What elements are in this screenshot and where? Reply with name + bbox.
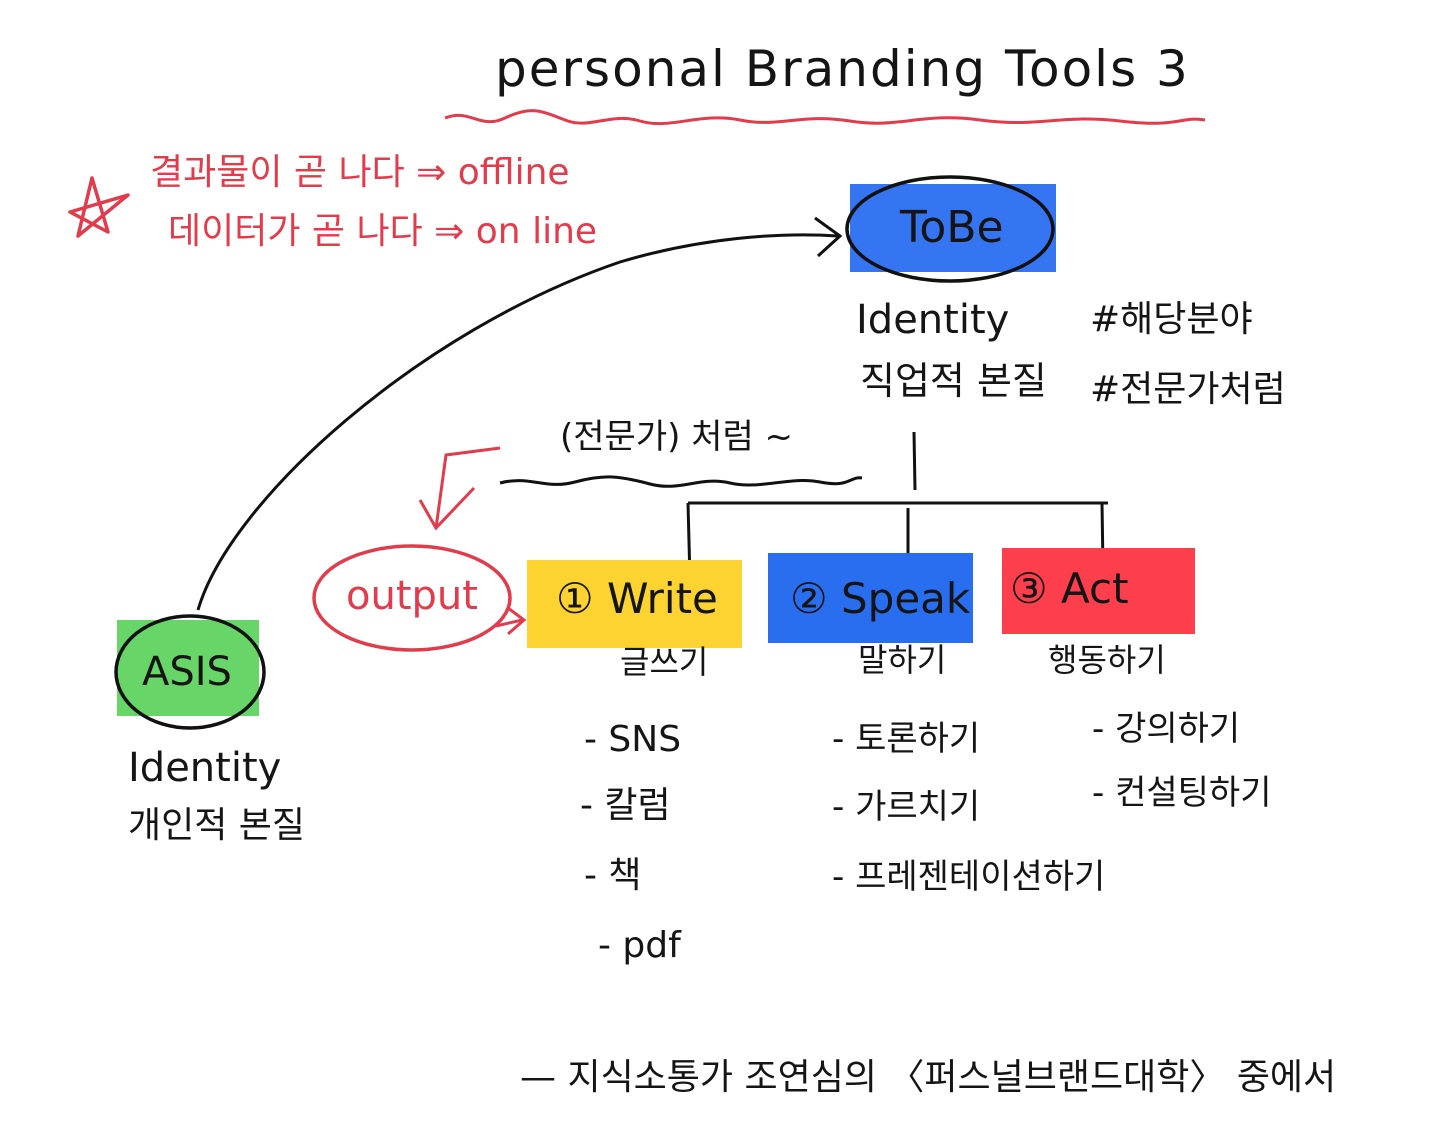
tobe-label: ToBe — [900, 202, 1004, 253]
act-label: ③ Act — [1010, 564, 1129, 613]
write-label: ① Write — [556, 574, 718, 623]
asis-circle — [114, 614, 266, 730]
star-icon — [68, 176, 130, 238]
write-item-pdf: - pdf — [598, 925, 681, 966]
write-item-book: - 책 — [584, 855, 642, 896]
asis-to-tobe-arrowhead — [814, 216, 843, 258]
red-note-online: 데이터가 곧 나다 ⇒ on line — [168, 211, 598, 252]
red-note-offline: 결과물이 곧 나다 ⇒ offline — [150, 152, 570, 193]
write-item-sns: - SNS — [584, 719, 682, 760]
write-highlight — [527, 560, 742, 648]
asis-label: ASIS — [142, 649, 232, 695]
asis-identity: Identity — [128, 745, 282, 791]
speak-highlight — [768, 553, 973, 643]
output-down-arrow — [434, 446, 501, 529]
tobe-tag-field: #해당분야 — [1090, 299, 1253, 340]
footer-credit: — 지식소통가 조연심의 〈퍼스널브랜드대학〉 중에서 — [520, 1057, 1337, 1098]
speak-item-present: - 프레젠테이션하기 — [832, 857, 1106, 897]
speak-sub: 말하기 — [858, 641, 947, 679]
output-oval — [312, 544, 512, 652]
asis-to-tobe-arrow — [196, 233, 839, 611]
output-to-write-arrowhead — [507, 606, 527, 636]
output-label: output — [346, 573, 478, 619]
asis-highlight — [117, 620, 259, 716]
expert-note: (전문가) 처럼 ~ — [560, 417, 794, 457]
page-title: personal Branding Tools 3 — [495, 40, 1190, 98]
tobe-highlight — [850, 184, 1056, 272]
title-underline — [444, 109, 1206, 126]
expert-underline — [499, 475, 863, 488]
tobe-stem — [912, 431, 917, 491]
output-to-write-arrow — [495, 618, 523, 628]
act-highlight — [1002, 548, 1195, 634]
act-item-lecture: - 강의하기 — [1092, 709, 1241, 749]
speak-label: ② Speak — [790, 574, 971, 623]
speak-item-teach: - 가르치기 — [832, 787, 981, 827]
write-item-column: - 칼럼 — [580, 785, 671, 826]
asis-essence: 개인적 본질 — [128, 805, 306, 846]
tobe-tag-expert: #전문가처럼 — [1090, 369, 1286, 410]
act-sub: 행동하기 — [1048, 641, 1166, 679]
tobe-essence: 직업적 본질 — [860, 359, 1047, 403]
tobe-circle — [845, 175, 1055, 283]
speak-item-debate: - 토론하기 — [832, 719, 981, 759]
output-down-arrowhead — [418, 486, 476, 531]
act-item-consult: - 컨설팅하기 — [1092, 773, 1272, 813]
write-sub: 글쓰기 — [620, 643, 709, 681]
tobe-identity: Identity — [856, 297, 1010, 343]
